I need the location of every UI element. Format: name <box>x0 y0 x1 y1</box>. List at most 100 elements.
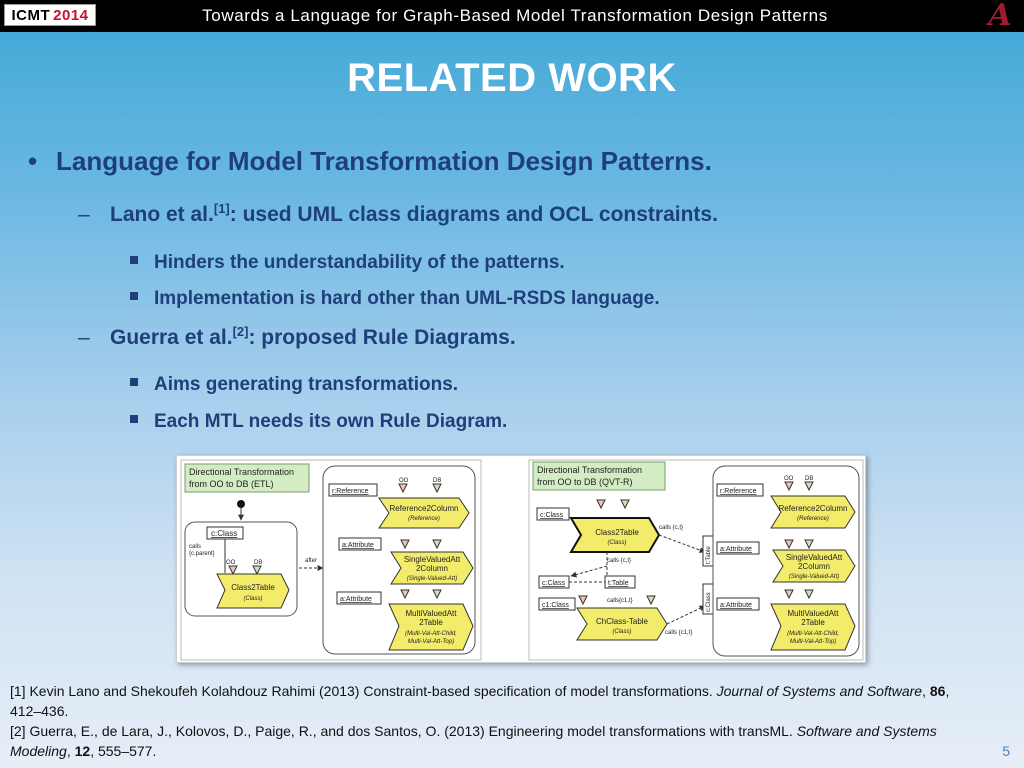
slide-title: RELATED WORK <box>347 56 677 100</box>
etl-db: DB <box>254 560 262 566</box>
qvtr-sva-sub: (Single-Valued-Att) <box>789 574 839 580</box>
etl-initial-node <box>237 500 245 508</box>
etl-rref: r:Reference <box>332 488 369 495</box>
ref2-plain: [2] Guerra, E., de Lara, J., Kolovos, D.… <box>10 723 797 739</box>
qvtr-sva-l2: 2Column <box>798 562 830 571</box>
qvtr-title-l1: Directional Transformation <box>537 465 642 475</box>
bullet-level1-text: Language for Model Transformation Design… <box>56 146 712 176</box>
etl-oo-icon <box>228 565 238 576</box>
square-bullet <box>130 256 138 264</box>
qvtr-c2t-oo-icon <box>596 499 606 510</box>
etl-title-l1: Directional Transformation <box>189 467 294 477</box>
etl-db-icon <box>252 565 262 576</box>
guerra-rest: : proposed Rule Diagrams. <box>248 326 516 349</box>
etl-rref-box <box>328 483 378 497</box>
etl-ref-db-icon <box>432 483 442 494</box>
etl-aattr1-box <box>338 537 382 551</box>
etl-after: after <box>305 558 317 564</box>
etl-sva-sub: (Single-Valued-Att) <box>407 576 457 582</box>
ref2-pages: , 555–577. <box>90 743 157 759</box>
qvtr-sva-chevron <box>772 549 856 583</box>
bullet-lano: –Lano et al.[1]: used UML class diagrams… <box>78 201 978 227</box>
qvtr-class2table-sub: (Class) <box>608 540 627 546</box>
bullet-dot: • <box>28 146 38 176</box>
icmt-logo-main: ICMT <box>11 6 51 24</box>
etl-oo: OO <box>226 560 236 566</box>
etl-cclass: c:Class <box>211 529 237 538</box>
qvtr-chclass: ChClass-Table <box>596 617 649 626</box>
qvtr-sva-l1: SingleValuedAtt <box>786 553 843 562</box>
square-bullet <box>130 292 138 300</box>
qvtr-calls-arrow2 <box>570 565 608 578</box>
references: [1] Kevin Lano and Shekoufeh Kolahdouz R… <box>10 681 970 761</box>
qvtr-ch-db-icon <box>646 595 656 606</box>
lano-sub2-text: Implementation is hard other than UML-RS… <box>154 288 660 309</box>
page-number: 5 <box>1002 743 1010 759</box>
rule-diagram-svg: Directional Transformation from OO to DB… <box>180 459 864 661</box>
etl-class2table: Class2Table <box>231 583 275 592</box>
qvtr-calls-c1t: calls{c1,t} <box>607 598 633 604</box>
qvtr-ref-db: DB <box>805 476 813 482</box>
reference-2: [2] Guerra, E., de Lara, J., Kolovos, D.… <box>10 721 970 761</box>
etl-mva-sub1: (Multi-Val-Att-Child, <box>405 631 457 637</box>
guerra-ref: [2] <box>232 324 249 339</box>
etl-sva-db-icon <box>432 539 442 550</box>
qvtr-sva-oo-icon <box>784 539 794 550</box>
etl-ref-oo: OO <box>399 478 409 484</box>
qvtr-mva-db-icon <box>804 589 814 600</box>
lano-sub2: Implementation is hard other than UML-RS… <box>130 288 990 310</box>
etl-mva-chevron <box>388 603 474 651</box>
etl-aattr2-box <box>336 591 382 605</box>
qvtr-calls-ct2: calls {c,t} <box>607 558 631 564</box>
qvtr-calls-arrow1 <box>658 534 706 553</box>
qvtr-chclass-sub: (Class) <box>613 629 632 635</box>
icmt-logo-year: 2014 <box>53 6 89 24</box>
etl-sva-chevron <box>390 551 474 585</box>
etl-sva-l1: SingleValuedAtt <box>404 555 461 564</box>
qvtr-ref-oo: OO <box>784 476 794 482</box>
qvtr-mva-chevron <box>770 603 856 651</box>
qvtr-sva-db-icon <box>804 539 814 550</box>
etl-cparent: {c.parent} <box>189 551 215 557</box>
qvtr-ch-oo-icon <box>578 595 588 606</box>
qvtr-c2t-db-icon <box>620 499 630 510</box>
qvtr-cclass2: c:Class <box>542 580 565 587</box>
rule-diagram-figure: Directional Transformation from OO to DB… <box>176 455 866 663</box>
qvtr-rref: r:Reference <box>720 488 757 495</box>
qvtr-mva-l2: 2Table <box>801 618 825 627</box>
qvtr-cclass-box <box>536 507 570 521</box>
etl-mva-sub2: Multi-Val-Att-Top) <box>408 639 454 645</box>
ref1-journal: Journal of Systems and Software <box>716 683 923 699</box>
dash-marker: – <box>78 326 90 349</box>
etl-title-box <box>184 463 310 493</box>
guerra-name: Guerra et al. <box>110 326 233 349</box>
qvtr-rref-box <box>716 483 764 497</box>
etl-class2table-chevron <box>216 573 290 609</box>
ref2-vol: 12 <box>74 743 91 759</box>
dash-marker: – <box>78 203 90 226</box>
qvtr-calls-ct: calls {c,t} <box>659 525 683 531</box>
etl-title-l2: from OO to DB (ETL) <box>189 479 274 489</box>
guerra-sub1-text: Aims generating transformations. <box>154 374 459 395</box>
qvtr-title-l2: from OO to DB (QVT-R) <box>537 477 633 487</box>
etl-aattr1: a:Attribute <box>342 542 374 549</box>
qvtr-ref-db-icon <box>804 481 814 492</box>
etl-sva-l2: 2Column <box>416 564 448 573</box>
qvtr-ref2col-sub: (Reference) <box>797 516 829 522</box>
qvtr-aattr2-box <box>716 597 760 611</box>
lano-sub1-text: Hinders the understandability of the pat… <box>154 252 565 273</box>
etl-aattr2: a:Attribute <box>340 596 372 603</box>
qvtr-aattr1: a:Attribute <box>720 546 752 553</box>
etl-ref2col-chevron <box>378 497 470 529</box>
qvtr-mva-oo-icon <box>784 589 794 600</box>
qvtr-c1class: c1:Class <box>542 602 569 609</box>
qvtr-ttable: t:Table <box>608 580 629 587</box>
qvtr-cclass: c:Class <box>540 512 563 519</box>
qvtr-calls-arrow3 <box>666 605 706 625</box>
etl-sva-oo-icon <box>400 539 410 550</box>
lano-name: Lano et al. <box>110 203 214 226</box>
lano-sub1: Hinders the understandability of the pat… <box>130 252 990 274</box>
etl-ref2col-sub: (Reference) <box>408 516 440 522</box>
qvtr-ref-oo-icon <box>784 481 794 492</box>
